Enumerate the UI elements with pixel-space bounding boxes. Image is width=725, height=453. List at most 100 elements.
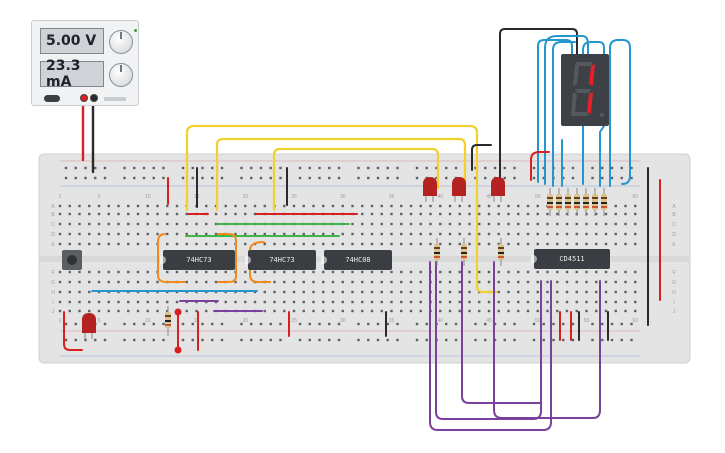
breadboard-hole[interactable] (351, 270, 354, 274)
breadboard-hole[interactable] (634, 232, 637, 236)
breadboard-hole[interactable] (117, 222, 120, 226)
breadboard-hole[interactable] (419, 242, 422, 246)
breadboard-hole[interactable] (380, 309, 383, 313)
breadboard-hole[interactable] (400, 242, 403, 246)
breadboard-hole[interactable] (97, 300, 101, 304)
breadboard-hole[interactable] (361, 242, 364, 246)
breadboard-hole[interactable] (409, 222, 413, 226)
breadboard-hole[interactable] (575, 232, 578, 236)
breadboard-hole[interactable] (536, 309, 539, 313)
pushbutton-icon[interactable] (62, 250, 82, 270)
breadboard-hole[interactable] (127, 309, 130, 313)
breadboard-hole[interactable] (448, 300, 452, 304)
breadboard-hole[interactable] (507, 204, 510, 208)
breadboard-hole[interactable] (351, 232, 354, 236)
breadboard-hole[interactable] (68, 280, 71, 284)
breadboard-hole[interactable] (526, 222, 530, 226)
breadboard-hole[interactable] (253, 232, 257, 236)
breadboard-hole[interactable] (78, 270, 81, 274)
breadboard-hole[interactable] (458, 280, 461, 284)
breadboard-hole[interactable] (507, 270, 510, 274)
breadboard-hole[interactable] (595, 242, 598, 246)
breadboard-hole[interactable] (175, 232, 179, 236)
breadboard-hole[interactable] (146, 222, 149, 226)
breadboard-hole[interactable] (201, 166, 204, 170)
breadboard-hole[interactable] (195, 222, 198, 226)
breadboard-hole[interactable] (341, 270, 344, 274)
breadboard-hole[interactable] (292, 280, 296, 284)
breadboard-hole[interactable] (166, 232, 169, 236)
breadboard-hole[interactable] (614, 270, 617, 274)
breadboard-hole[interactable] (175, 300, 179, 304)
breadboard-hole[interactable] (302, 280, 305, 284)
breadboard-hole[interactable] (448, 204, 452, 208)
breadboard-hole[interactable] (331, 280, 335, 284)
breadboard-hole[interactable] (205, 204, 208, 208)
breadboard-hole[interactable] (487, 222, 491, 226)
breadboard-hole[interactable] (283, 280, 286, 284)
breadboard-hole[interactable] (390, 242, 393, 246)
breadboard-hole[interactable] (400, 270, 403, 274)
breadboard-hole[interactable] (214, 280, 218, 284)
breadboard-hole[interactable] (614, 222, 617, 226)
breadboard-hole[interactable] (571, 166, 575, 170)
breadboard-hole[interactable] (604, 270, 608, 274)
breadboard-hole[interactable] (331, 204, 335, 208)
breadboard-hole[interactable] (478, 232, 481, 236)
breadboard-hole[interactable] (556, 300, 559, 304)
breadboard-hole[interactable] (181, 322, 185, 326)
breadboard-hole[interactable] (234, 280, 237, 284)
breadboard-hole[interactable] (279, 322, 282, 326)
breadboard-hole[interactable] (152, 338, 155, 342)
breadboard-hole[interactable] (322, 280, 325, 284)
current-knob-icon[interactable] (109, 63, 133, 87)
breadboard-hole[interactable] (415, 176, 419, 180)
breadboard-hole[interactable] (624, 212, 627, 216)
breadboard-hole[interactable] (308, 338, 311, 342)
breadboard-hole[interactable] (136, 204, 140, 208)
breadboard-hole[interactable] (253, 300, 257, 304)
breadboard-hole[interactable] (292, 300, 296, 304)
breadboard-hole[interactable] (503, 322, 506, 326)
breadboard-hole[interactable] (273, 300, 276, 304)
breadboard-hole[interactable] (312, 242, 315, 246)
breadboard-hole[interactable] (595, 222, 598, 226)
breadboard-hole[interactable] (507, 309, 510, 313)
breadboard-hole[interactable] (601, 322, 604, 326)
breadboard-hole[interactable] (211, 338, 214, 342)
breadboard-hole[interactable] (107, 270, 110, 274)
breadboard-hole[interactable] (253, 270, 257, 274)
breadboard-hole[interactable] (478, 212, 481, 216)
breadboard-hole[interactable] (283, 232, 286, 236)
breadboard-hole[interactable] (127, 222, 130, 226)
breadboard-hole[interactable] (478, 270, 481, 274)
breadboard-hole[interactable] (133, 166, 136, 170)
voltage-knob-icon[interactable] (109, 30, 133, 54)
breadboard-hole[interactable] (351, 300, 354, 304)
breadboard-hole[interactable] (380, 270, 383, 274)
breadboard-hole[interactable] (487, 280, 491, 284)
breadboard-hole[interactable] (250, 176, 253, 180)
yellow-wire[interactable] (185, 124, 498, 294)
breadboard-hole[interactable] (419, 212, 422, 216)
breadboard-hole[interactable] (156, 280, 159, 284)
breadboard-hole[interactable] (565, 290, 569, 294)
breadboard-hole[interactable] (146, 204, 149, 208)
breadboard-hole[interactable] (536, 232, 539, 236)
breadboard-hole[interactable] (634, 204, 637, 208)
breadboard-hole[interactable] (536, 270, 539, 274)
breadboard-hole[interactable] (445, 322, 448, 326)
breadboard-hole[interactable] (107, 222, 110, 226)
breadboard-hole[interactable] (604, 242, 608, 246)
breadboard-hole[interactable] (117, 270, 120, 274)
breadboard-hole[interactable] (419, 309, 422, 313)
breadboard-hole[interactable] (205, 309, 208, 313)
breadboard-hole[interactable] (585, 242, 588, 246)
breadboard-hole[interactable] (136, 242, 140, 246)
breadboard-hole[interactable] (312, 309, 315, 313)
breadboard-hole[interactable] (585, 222, 588, 226)
breadboard-hole[interactable] (74, 338, 77, 342)
breadboard-hole[interactable] (448, 280, 452, 284)
breadboard-hole[interactable] (409, 212, 413, 216)
breadboard-hole[interactable] (78, 280, 81, 284)
